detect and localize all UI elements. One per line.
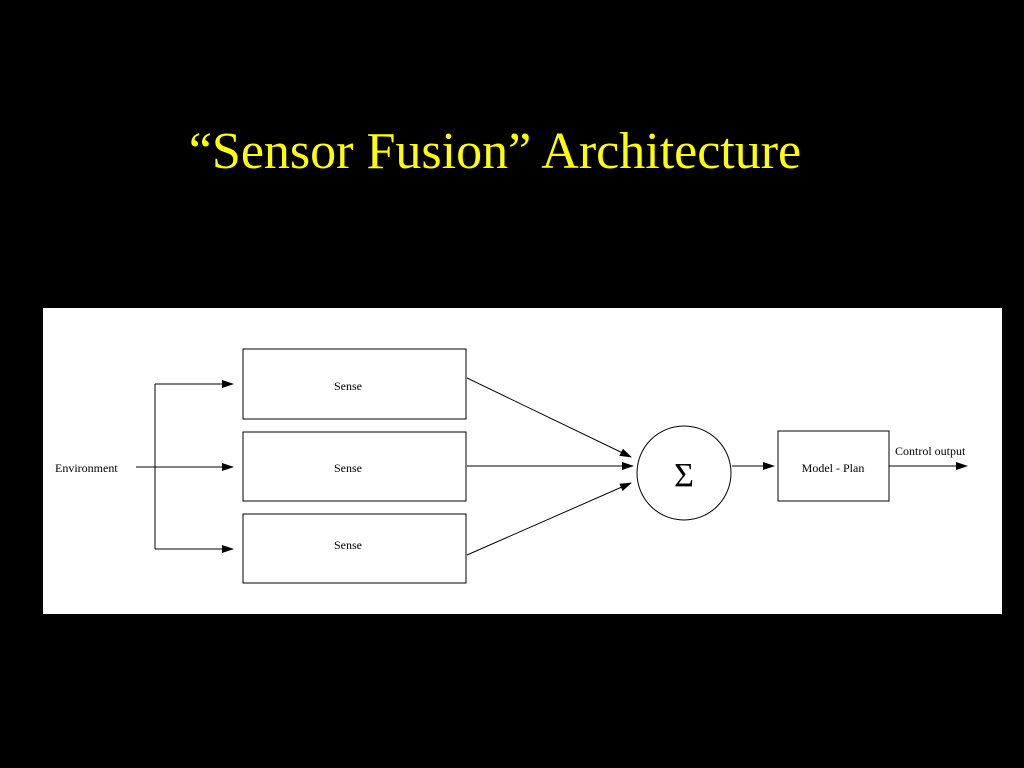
environment-label: Environment [55, 461, 118, 475]
sense-module-3-box [242, 513, 467, 584]
sigma-symbol: Σ [674, 457, 694, 494]
sense-module-3: Sense [242, 513, 467, 584]
model-plan-box [777, 430, 890, 502]
architecture-diagram: Environment Sense Sense Sense [43, 308, 1002, 614]
sense-1-to-fusion-arrow [466, 377, 632, 458]
model-plan-label: Model - Plan [802, 461, 865, 475]
fusion-node: Σ [636, 425, 732, 521]
control-output-label: Control output [895, 444, 966, 458]
sense-module-2-label: Sense [334, 461, 362, 475]
model-plan-block: Model - Plan [777, 430, 890, 502]
sense-module-2: Sense [242, 431, 467, 502]
sense-module-2-box [242, 431, 467, 502]
slide-title: “Sensor Fusion” Architecture [188, 123, 802, 180]
sense-3-to-fusion-arrow [466, 482, 632, 556]
sense-module-3-label: Sense [334, 538, 362, 552]
diagram-canvas: Environment Sense Sense Sense [55, 348, 968, 584]
fusion-node-circle [636, 425, 732, 521]
sense-module-1: Sense [242, 348, 467, 420]
sense-module-1-label: Sense [334, 379, 362, 393]
sense-module-1-box [242, 348, 467, 420]
